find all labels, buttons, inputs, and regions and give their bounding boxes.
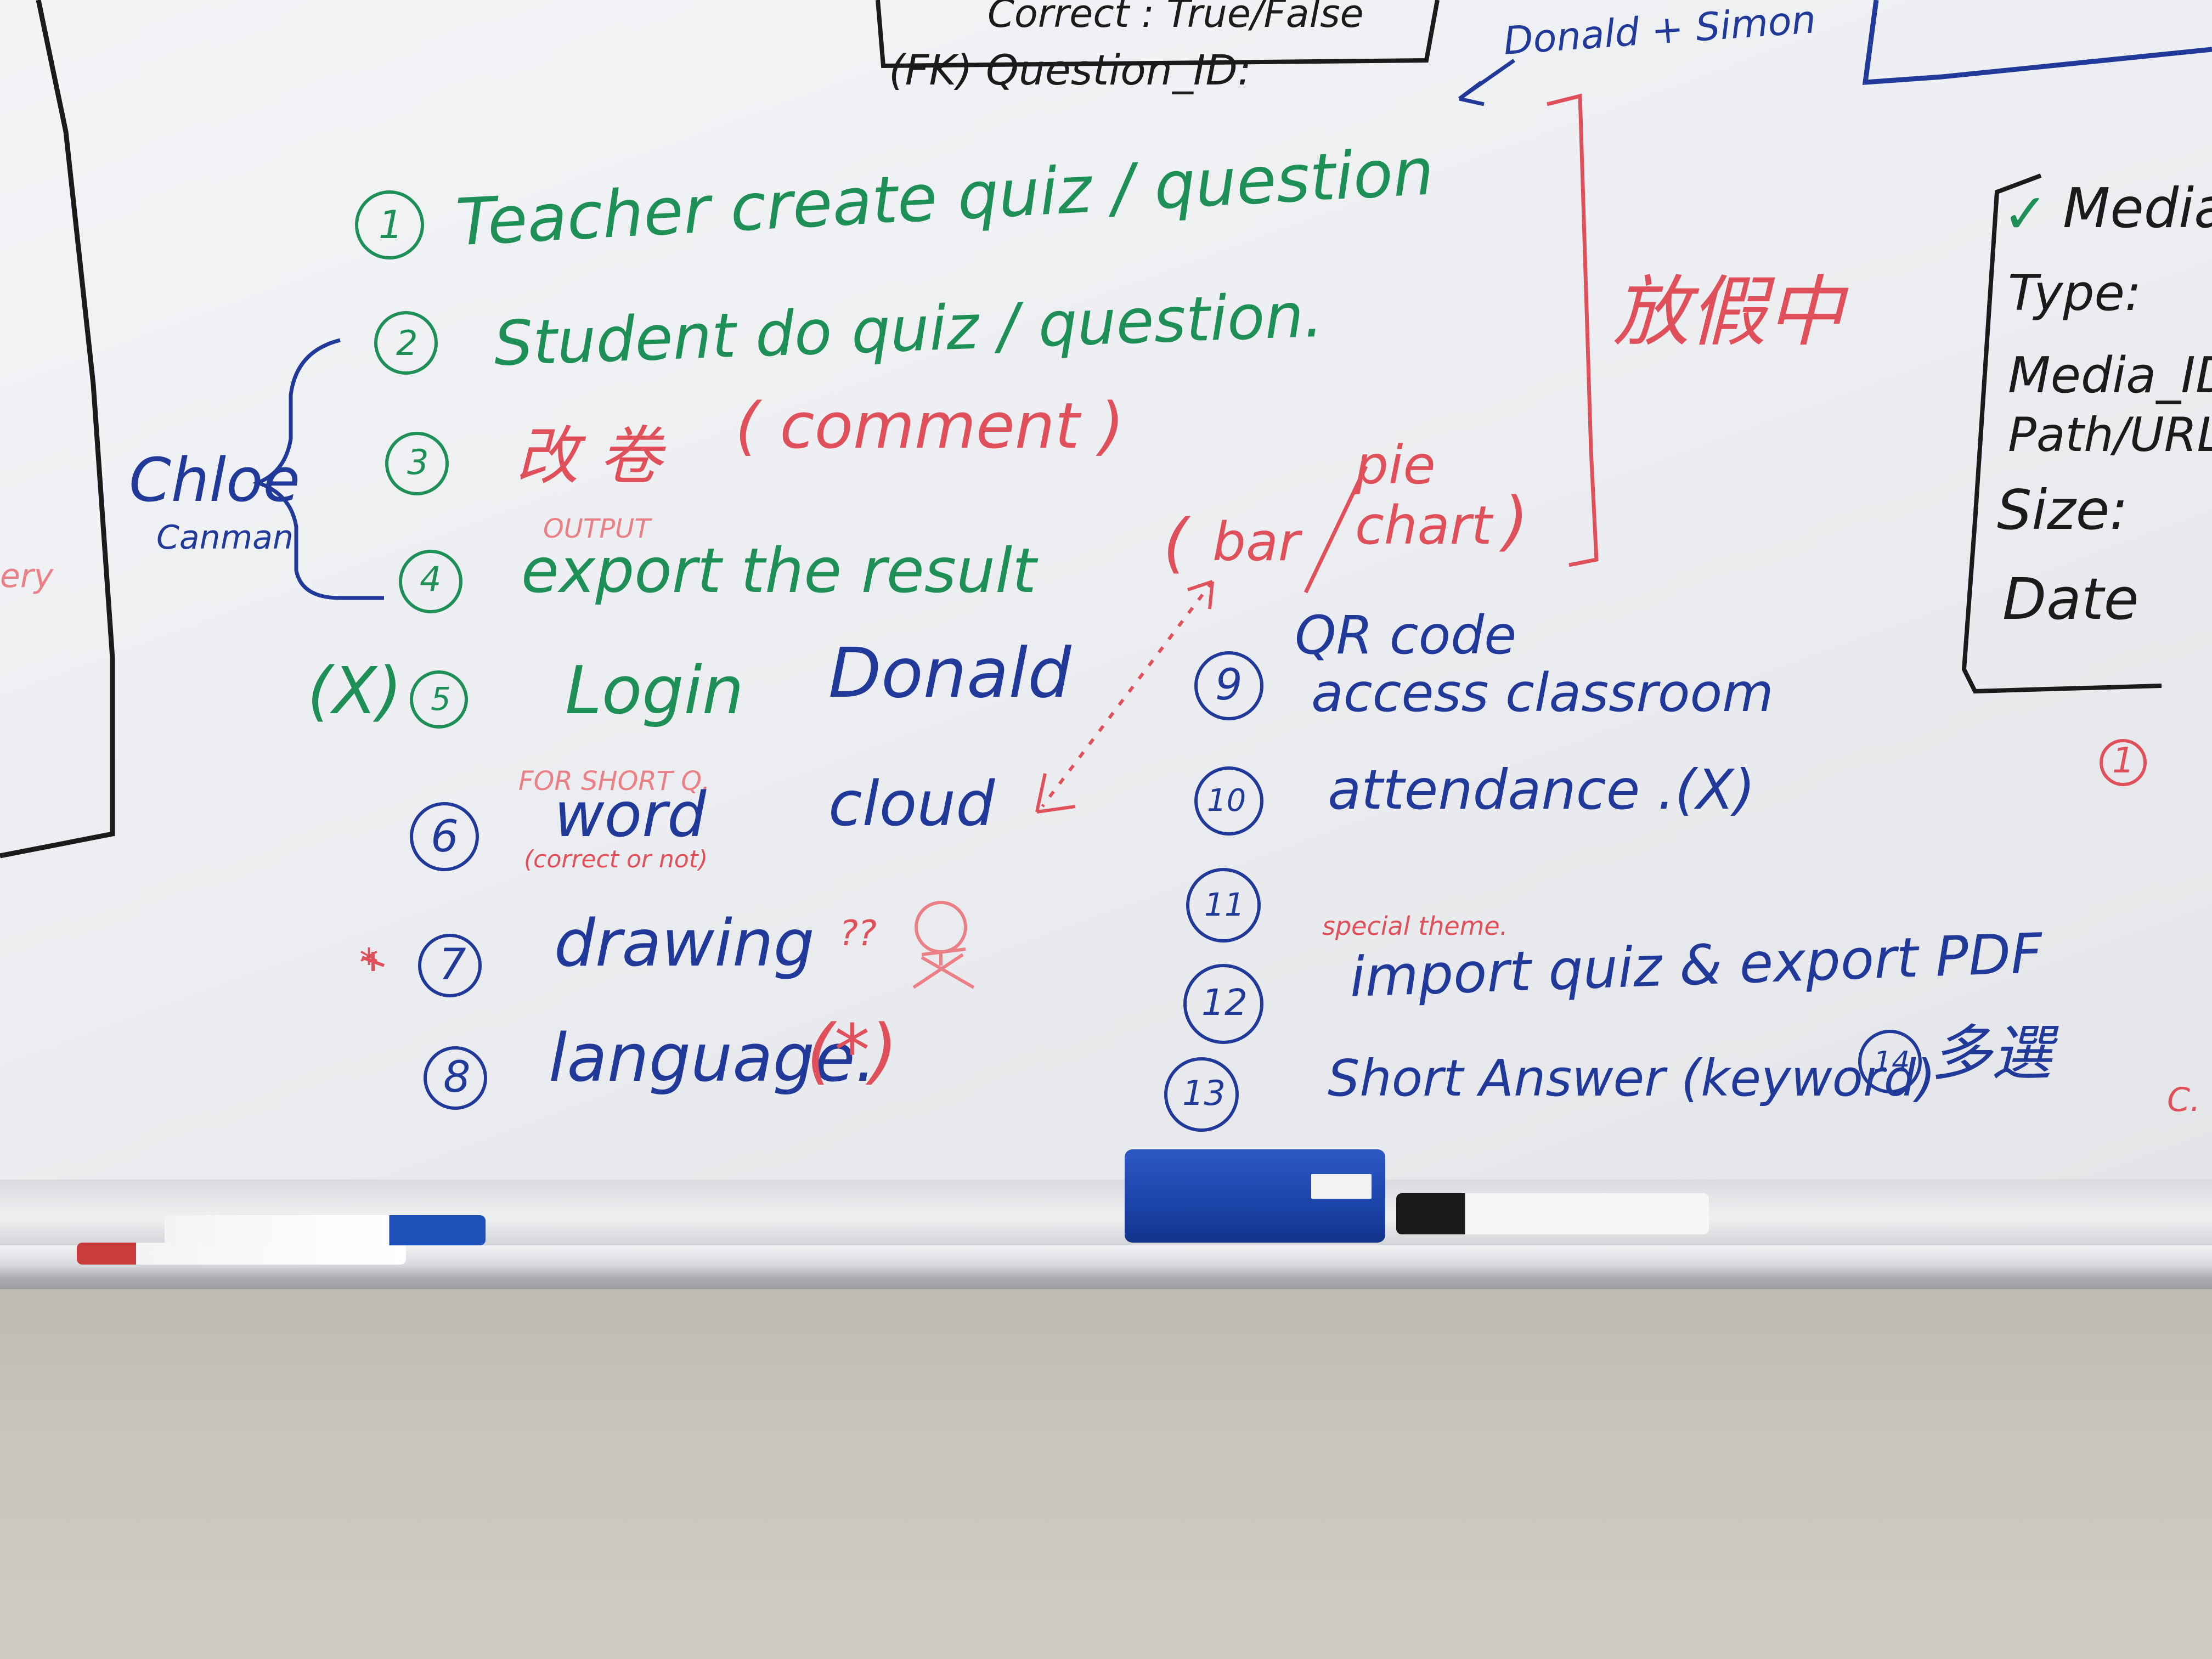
item-6-pre: FOR SHORT Q. (518, 766, 710, 797)
media-box-outline (1961, 173, 2162, 694)
media-check: ✓ (2002, 182, 2049, 246)
item-6-note: (correct or not) (524, 845, 708, 873)
item-4-num: 4 (420, 559, 442, 599)
item-5-mark: (X) (307, 653, 402, 729)
group-label: Chloe (129, 445, 301, 515)
circle-14 (1858, 1030, 1922, 1093)
wall (0, 1289, 2212, 1659)
item-7-qq: ?? (839, 913, 877, 954)
item-12-num: 12 (1201, 981, 1248, 1024)
items-bracket (1547, 93, 1599, 567)
bar-chart-slash (1304, 465, 1368, 594)
right-edge-circle-num: 1 (2112, 741, 2135, 781)
circle-7 (418, 934, 482, 997)
dotted-arrow-heads (1035, 580, 1214, 814)
item-3-text: 改 卷 (516, 420, 662, 493)
dotted-arrow (1041, 580, 1214, 808)
owner-arrow (1458, 59, 1516, 106)
media-field-date: Date (2002, 566, 2139, 633)
item-6-text2: cloud (828, 769, 995, 840)
status-right: 放假中 (1613, 268, 1844, 357)
item-5-num: 5 (431, 680, 451, 718)
item-7-star: * (359, 940, 379, 985)
circle-8 (424, 1046, 487, 1110)
top-box-line1: Correct : True/False (988, 0, 1364, 36)
left-box-outline (0, 0, 115, 859)
item-12-pre: special theme. (1322, 911, 1508, 941)
stick-figure-body (912, 947, 975, 989)
whiteboard (0, 0, 2212, 1180)
item-4-pre: output (543, 514, 651, 544)
item-5-owner: Donald (828, 634, 1071, 713)
circle-right-edge (2100, 739, 2147, 786)
item-10-num: 10 (1207, 783, 1246, 819)
item-13-num: 13 (1182, 1073, 1226, 1113)
item-2-num: 2 (396, 323, 418, 363)
group-brace (252, 338, 384, 600)
circle-3 (385, 432, 449, 495)
item-8-num: 8 (443, 1053, 471, 1102)
circle-12 (1183, 964, 1263, 1044)
media-field-size: Size: (1997, 478, 2128, 542)
circle-5 (410, 670, 468, 729)
item-4-chart: chart (1355, 495, 1492, 556)
item-9-text2: access classroom (1311, 662, 1774, 724)
media-title: Media (2063, 176, 2212, 240)
circle-11 (1186, 868, 1261, 943)
item-4-paren-close: ) (1503, 483, 1529, 558)
circle-9 (1194, 651, 1263, 720)
item-4-bar: bar (1212, 511, 1300, 573)
item-6-text: word (554, 780, 707, 851)
right-edge-c: C. (2167, 1081, 2200, 1119)
item-9-text: QR code (1295, 605, 1517, 666)
item-13-text: Short Answer (keyword) (1328, 1049, 1936, 1108)
item-8-text: language. (549, 1020, 876, 1097)
media-field-id: Media_ID (2008, 347, 2212, 404)
item-1-num: 1 (379, 202, 403, 247)
item-4-pie: pie (1355, 435, 1436, 496)
black-marker[interactable] (1396, 1193, 1709, 1234)
circle-6 (410, 802, 479, 871)
blue-marker[interactable] (165, 1215, 486, 1245)
top-right-box-outline (1862, 0, 2212, 85)
item-5-text: Login (565, 653, 744, 729)
item-7-num: 7 (439, 940, 466, 990)
item-14-text: 多選 (1931, 1018, 2052, 1088)
item-3-num: 3 (407, 442, 429, 482)
item-10-text: attendance .(X) (1328, 758, 1756, 822)
red-marker[interactable] (77, 1243, 406, 1265)
circle-10 (1194, 766, 1263, 836)
circle-2 (374, 311, 438, 375)
left-edge-text: ery (0, 557, 54, 595)
item-9-num: 9 (1215, 661, 1243, 710)
item-11-num: 11 (1204, 886, 1245, 923)
star-mark (361, 952, 385, 971)
eraser-label (1311, 1174, 1372, 1199)
stick-figure-head (915, 901, 967, 953)
item-3-paren: ( comment ) (735, 390, 1125, 463)
item-6-num: 6 (431, 811, 459, 862)
circle-13 (1164, 1057, 1239, 1132)
item-14-num: 14 (1874, 1046, 1910, 1079)
circle-4 (399, 550, 462, 613)
item-4-paren-open: ( (1163, 505, 1189, 580)
media-field-type: Type: (2008, 264, 2142, 322)
media-field-path: Path/URL (2008, 408, 2212, 462)
item-8-paren: (*) (806, 1009, 898, 1092)
top-box-line2: (FK) Question_ID: (889, 46, 1252, 94)
item-7-text: drawing (554, 905, 815, 981)
top-box-outline (876, 0, 1440, 69)
group-sub: Canman (156, 518, 294, 557)
item-4-text: export the result (521, 535, 1037, 607)
circle-1 (355, 190, 424, 259)
